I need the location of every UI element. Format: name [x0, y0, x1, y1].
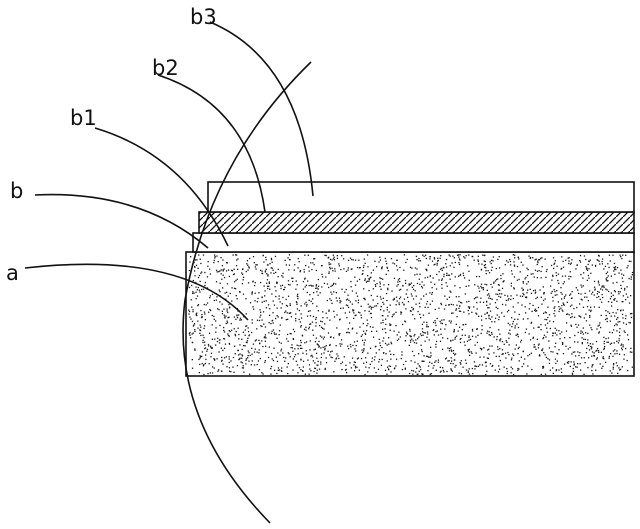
layers — [185, 181, 635, 377]
layer-b2-hatched — [198, 211, 635, 234]
label-b: b — [10, 179, 23, 203]
layer-a-substrate — [185, 251, 635, 377]
label-a: a — [6, 261, 19, 285]
leader-line-b3 — [209, 21, 314, 197]
leader-line-b1 — [94, 127, 229, 247]
leader-lines — [24, 21, 314, 321]
labels: b3 b2 b1 b a — [6, 5, 217, 285]
leader-line-a — [24, 263, 249, 321]
layer-b3 — [207, 181, 635, 213]
leader-line-b2 — [157, 74, 266, 213]
cross-section-arc — [182, 61, 312, 524]
leader-line-b — [34, 193, 209, 249]
label-b2: b2 — [152, 56, 179, 80]
label-b3: b3 — [190, 5, 217, 29]
label-b1: b1 — [70, 106, 97, 130]
layer-b1 — [192, 232, 635, 253]
layer-a-stipple — [188, 254, 634, 376]
